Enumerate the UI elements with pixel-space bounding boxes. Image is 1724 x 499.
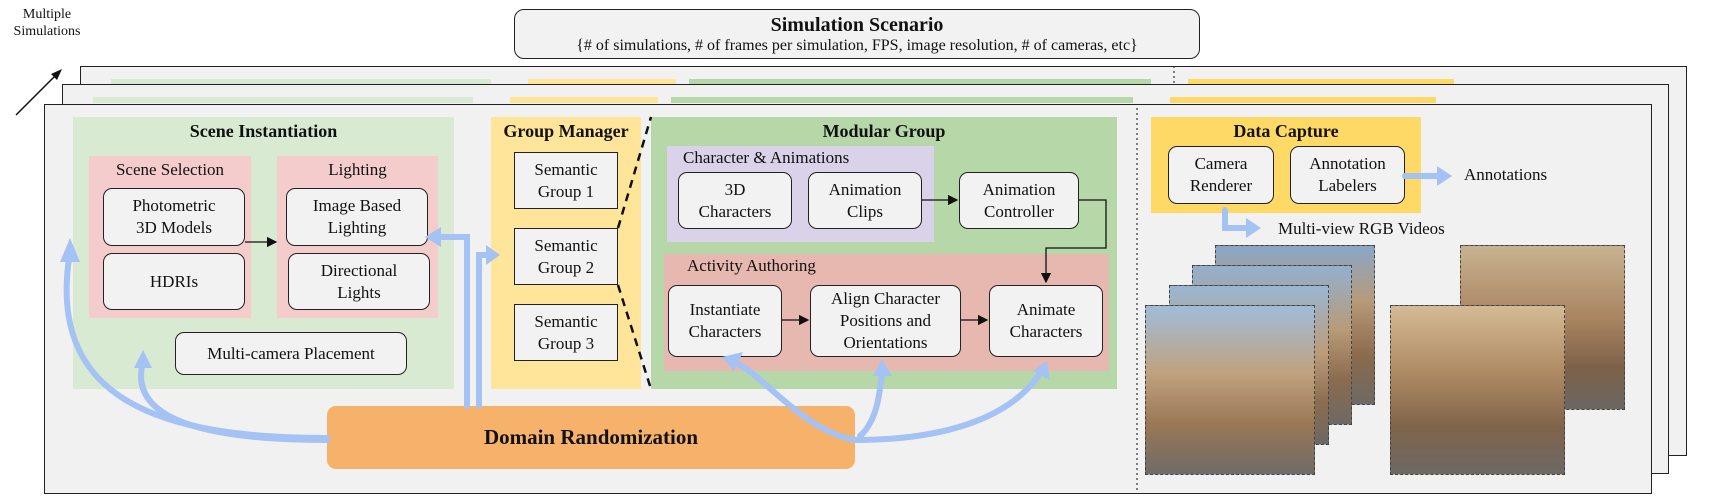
animate-characters-node: Animate Characters — [989, 285, 1103, 357]
photometric-3d-models-node: Photometric 3D Models — [103, 188, 245, 246]
data-capture-title: Data Capture — [1233, 121, 1339, 141]
domain-randomization-node: Domain Randomization — [327, 406, 855, 469]
semantic-group-2-node: Semantic Group 2 — [514, 228, 618, 285]
lighting-label: Lighting — [328, 160, 387, 179]
video-stack-right — [1390, 245, 1635, 480]
multi-view-rgb-videos-label: Multi-view RGB Videos — [1278, 219, 1445, 238]
camera-renderer-node: Camera Renderer — [1168, 146, 1274, 204]
simulation-scenario-subtitle: {# of simulations, # of frames per simul… — [576, 37, 1138, 54]
group-manager-title: Group Manager — [503, 121, 629, 141]
directional-lights-node: Directional Lights — [288, 253, 430, 310]
simulation-scenario-box: Simulation Scenario {# of simulations, #… — [514, 9, 1200, 59]
hdris-node: HDRIs — [103, 253, 245, 310]
animation-clips-node: Animation Clips — [808, 172, 922, 229]
annotations-label: Annotations — [1464, 165, 1548, 184]
image-based-lighting-node: Image Based Lighting — [286, 188, 428, 246]
activity-authoring-label: Activity Authoring — [687, 256, 816, 275]
align-character-positions-node: Align Character Positions and Orientatio… — [810, 285, 961, 357]
semantic-group-1-node: Semantic Group 1 — [514, 152, 618, 209]
modular-group-title: Modular Group — [822, 121, 946, 141]
scene-instantiation-title: Scene Instantiation — [189, 121, 338, 141]
semantic-group-3-node: Semantic Group 3 — [514, 304, 618, 361]
3d-characters-node: 3D Characters — [678, 172, 792, 229]
annotation-labelers-node: Annotation Labelers — [1290, 146, 1405, 204]
animation-controller-node: Animation Controller — [959, 172, 1079, 229]
multi-camera-placement-node: Multi-camera Placement — [175, 332, 407, 375]
simulation-scenario-title: Simulation Scenario — [770, 14, 944, 36]
character-animations-label: Character & Animations — [683, 148, 850, 167]
scene-selection-label: Scene Selection — [115, 160, 225, 179]
multiple-simulations-label: Multiple Simulations — [13, 7, 81, 39]
video-stack-left — [1145, 245, 1385, 480]
